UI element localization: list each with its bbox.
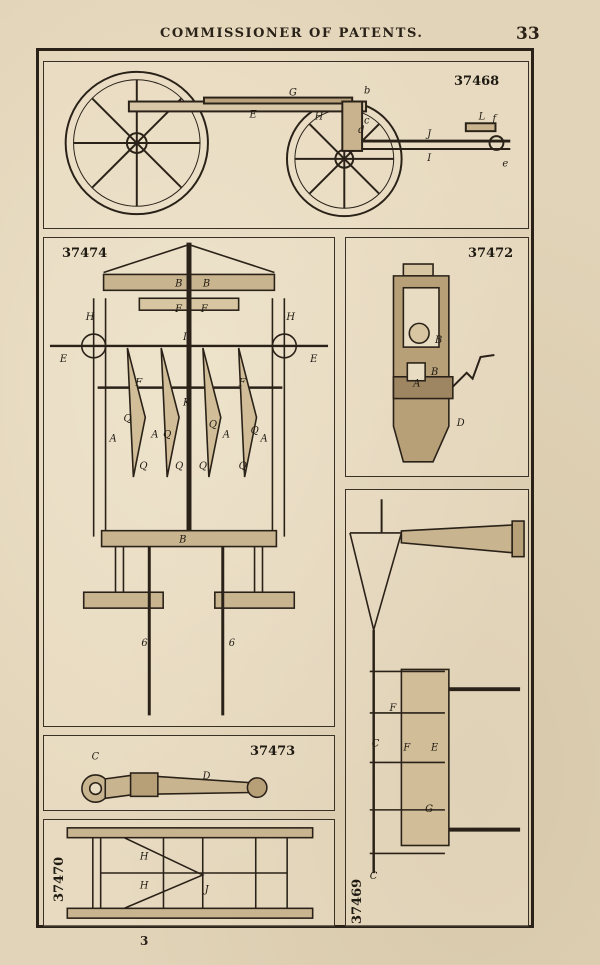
- fig-37474-label-q2: Q: [163, 429, 171, 440]
- fig-37474-label-6-left: 6: [141, 638, 147, 649]
- figure-37468-number: 37468: [454, 74, 500, 89]
- fig-37474-label-a1: A: [109, 433, 117, 444]
- figure-37470-panel: 37470 H H J: [43, 819, 335, 927]
- figure-37474-number: 37474: [62, 246, 108, 261]
- running-head: COMMISSIONER OF PATENTS.: [160, 26, 424, 41]
- figure-37474-drawing: B B F F H H E E I F F A Q K A Q Q A A Q: [49, 242, 329, 716]
- plate-frame: 37468: [36, 48, 534, 928]
- fig-37474-label-q7: Q: [199, 461, 207, 472]
- fig-37474-label-f-upper-left: F: [174, 304, 183, 315]
- fig-37470-label-j: J: [203, 885, 210, 896]
- fig-37468-label-l: L: [478, 111, 486, 122]
- fig-37474-label-h-right: H: [285, 312, 295, 323]
- fig-37468-label-e-lower: e: [502, 159, 508, 170]
- fig-37474-label-q1: Q: [123, 413, 131, 424]
- fig-37474-label-f-mid-left: F: [134, 378, 143, 389]
- fig-37468-label-e: E: [248, 109, 257, 120]
- fig-37469-label-e: E: [430, 743, 439, 754]
- fig-37474-label-q5: Q: [139, 461, 147, 472]
- figure-37468-drawing: G b E H L f c d J I e: [64, 70, 511, 218]
- figure-37469-panel: 37469 F F: [345, 489, 529, 927]
- figure-37472-drawing: B B A D: [392, 263, 495, 463]
- fig-37474-label-q4: Q: [251, 425, 259, 436]
- fig-37474-label-f-mid-right: F: [238, 378, 247, 389]
- fig-37468-label-i: I: [426, 153, 432, 164]
- fig-37474-label-a2: A: [150, 429, 158, 440]
- fig-37470-label-h-upper: H: [139, 851, 149, 862]
- fig-37474-label-b-right: B: [202, 278, 210, 289]
- figure-37473-number: 37473: [250, 744, 296, 759]
- fig-37474-label-e-right: E: [309, 354, 318, 365]
- figure-37472-number: 37472: [468, 246, 514, 261]
- fig-37474-label-k: K: [182, 398, 191, 409]
- fig-37474-label-b-lower: B: [178, 535, 186, 546]
- fig-37474-label-e-left: E: [59, 354, 68, 365]
- fig-37472-label-b-lower: B: [430, 367, 438, 378]
- fig-37474-label-q8: Q: [239, 461, 247, 472]
- fig-37474-label-a4: A: [260, 433, 268, 444]
- fig-37474-label-6-right: 6: [229, 638, 235, 649]
- fig-37468-label-c: c: [364, 115, 370, 126]
- fig-37469-label-f-lower: F: [402, 743, 411, 754]
- fig-37468-label-f: f: [492, 113, 499, 124]
- fig-37474-label-f-upper-right: F: [200, 304, 209, 315]
- fig-37474-label-q3: Q: [209, 419, 217, 430]
- figure-37468-panel: 37468: [43, 61, 529, 229]
- fig-37468-label-j: J: [425, 129, 432, 140]
- fig-37472-label-b-upper: B: [434, 335, 442, 346]
- figure-37473-drawing: C D: [81, 751, 268, 803]
- fig-37468-label-d: d: [358, 125, 364, 136]
- figure-37474-panel: 37474: [43, 237, 335, 727]
- fig-37469-label-g: G: [425, 804, 433, 815]
- signature-mark: 3: [140, 934, 149, 948]
- fig-37472-label-a: A: [412, 379, 420, 390]
- fig-37474-label-b-left: B: [174, 278, 182, 289]
- fig-37474-label-i: I: [182, 332, 188, 343]
- fig-37469-label-c-upper: C: [372, 739, 380, 750]
- fig-37469-label-c-lower: C: [370, 871, 378, 882]
- fig-37468-label-g: G: [289, 88, 297, 99]
- fig-37473-label-d: D: [202, 771, 211, 782]
- fig-37468-label-h: H: [314, 111, 324, 122]
- fig-37474-label-h-left: H: [85, 312, 95, 323]
- figure-37472-panel: 37472 B B A D: [345, 237, 529, 477]
- figure-37473-panel: 37473 C D: [43, 735, 335, 811]
- fig-37469-label-f-upper: F: [389, 703, 398, 714]
- figure-37470-drawing: H H J: [66, 827, 314, 919]
- page-number: 33: [516, 24, 540, 44]
- fig-37472-label-d: D: [456, 418, 465, 429]
- fig-37474-label-q6: Q: [175, 461, 183, 472]
- fig-37470-label-h-lower: H: [139, 881, 149, 892]
- fig-37468-label-b: b: [364, 86, 370, 97]
- fig-37474-label-a3: A: [222, 429, 230, 440]
- fig-37473-label-c: C: [92, 751, 100, 762]
- figure-37469-drawing: F F C E G C: [349, 499, 525, 882]
